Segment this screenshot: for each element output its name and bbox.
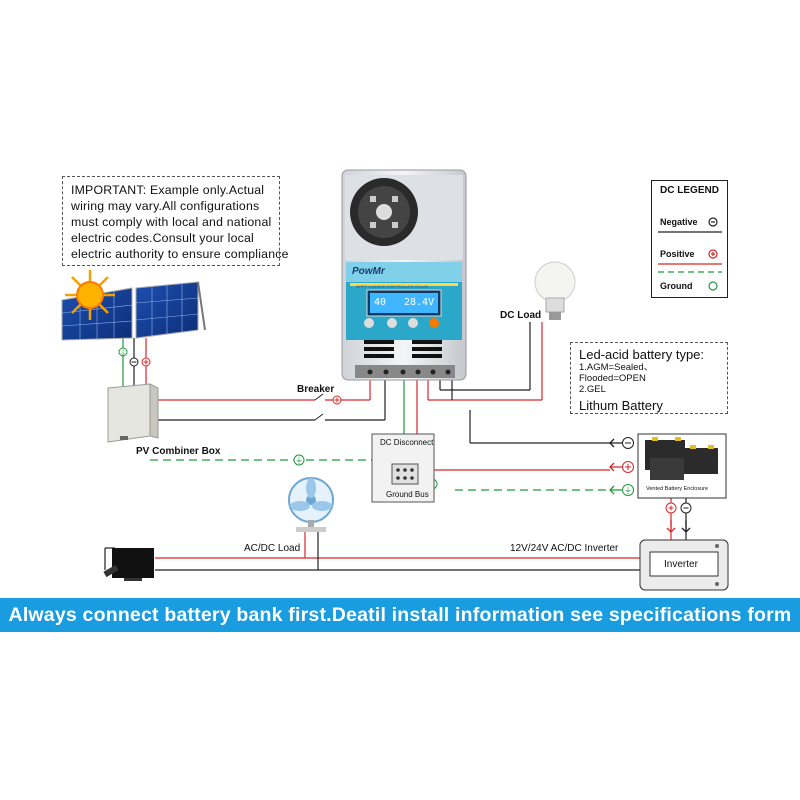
battery-type-line1: 1.AGM=Sealed、Flooded=OPEN	[579, 362, 654, 384]
arrows	[609, 438, 691, 533]
important-line: electric codes.Consult your local	[71, 231, 254, 245]
light-bulb-icon	[534, 261, 576, 320]
battery-type-box: Led-acid battery type: 1.AGM=Sealed、Floo…	[570, 342, 728, 414]
ac-dc-load-label: AC/DC Load	[244, 543, 301, 554]
legend-negative: Negative	[660, 217, 698, 227]
important-note: IMPORTANT: Example only.Actual wiring ma…	[62, 176, 289, 266]
dc-load-label: DC Load	[500, 310, 542, 321]
important-line: electric authority to ensure compliance	[71, 247, 289, 261]
pv-combiner-label: PV Combiner Box	[136, 446, 221, 457]
svg-text:⏚: ⏚	[120, 349, 127, 357]
inverter-label: Inverter	[664, 559, 698, 570]
svg-text:⏚: ⏚	[295, 456, 303, 465]
charge-controller-icon	[341, 169, 467, 381]
battery-enclosure-icon	[637, 433, 727, 499]
dc-legend: DC LEGEND Negative Positive Ground	[651, 180, 728, 298]
controller-subtitle: MPPT CHARGE CONTROLLER SOLAR	[356, 284, 429, 289]
battery-enclosure-label: Vented Battery Enclosure	[646, 486, 709, 492]
dc-disconnect-icon	[371, 433, 435, 503]
legend-positive: Positive	[660, 249, 695, 259]
important-line: IMPORTANT: Example only.Actual	[71, 183, 265, 197]
important-line: must comply with local and national	[71, 215, 272, 229]
controller-display-left: 40	[374, 297, 387, 308]
sun-icon	[65, 270, 115, 320]
legend-samples	[658, 217, 722, 291]
battery-type-lithium: Lithum Battery	[579, 398, 663, 413]
battery-type-title: Led-acid battery type:	[579, 347, 705, 362]
breaker-switch	[314, 393, 324, 421]
pv-combiner-box-icon	[107, 383, 159, 443]
fan-icon	[288, 477, 334, 532]
svg-text:⏚: ⏚	[624, 486, 632, 495]
dc-disconnect-label: DC Disconnect	[380, 438, 434, 447]
legend-title: DC LEGEND	[660, 185, 719, 196]
inverter-icon	[639, 539, 729, 591]
install-banner: Always connect battery bank first.Deatil…	[0, 598, 800, 632]
controller-brand: PowMr	[352, 266, 385, 277]
tv-icon	[103, 548, 154, 581]
important-line: wiring may vary.All configurations	[71, 199, 260, 213]
breaker-label: Breaker	[297, 384, 335, 395]
ground-bus-label: Ground Bus	[386, 490, 429, 499]
controller-display-right: 28.4V	[404, 297, 435, 308]
inverter-top-label: 12V/24V AC/DC Inverter	[510, 543, 619, 554]
legend-ground: Ground	[660, 281, 693, 291]
battery-type-line2: 2.GEL	[579, 384, 606, 395]
